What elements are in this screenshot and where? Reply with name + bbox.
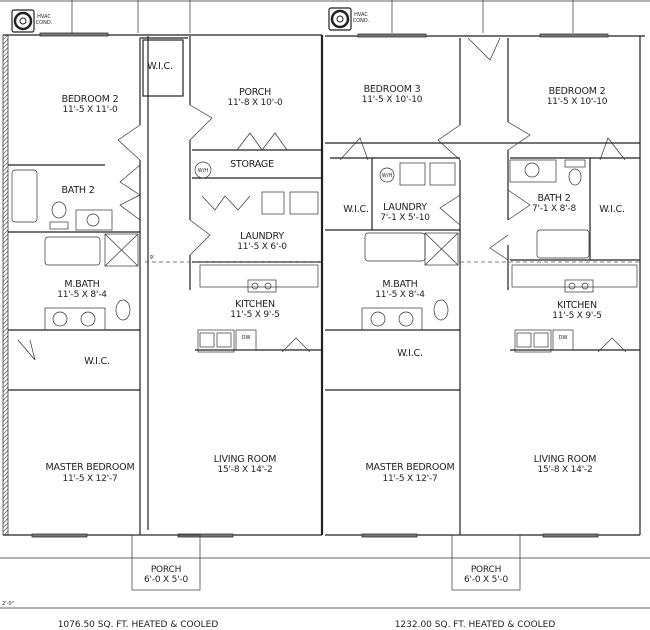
room-label: 11'-5 X 9'-5 — [230, 310, 280, 320]
room-label: LAUNDRY — [240, 231, 284, 242]
front-porch-1 — [131, 534, 201, 591]
room-label: PORCH — [239, 87, 271, 98]
room-label: 9' — [150, 255, 155, 261]
bathtub — [11, 169, 38, 223]
room-label: PORCH — [151, 565, 181, 575]
room-label: W/H — [198, 168, 209, 174]
room-label: 2'-0" — [2, 601, 14, 607]
room-label: LAUNDRY — [383, 202, 427, 213]
exterior-wall-left — [2, 34, 9, 536]
bottom-dimensions: PORCH 6'-0 X 5'-0 PORCH 6'-0 X 5'-0 2'-0… — [0, 534, 650, 630]
room-label: 15'-8 X 14'-2 — [217, 465, 272, 475]
room-label: COND. — [36, 20, 53, 26]
room-label: MASTER BEDROOM — [366, 462, 455, 473]
room-label: 11'-5 X 11'-0 — [62, 105, 118, 115]
room-label: BEDROOM 2 — [549, 86, 606, 97]
front-porch-2 — [451, 534, 521, 591]
room-label: PORCH — [471, 565, 501, 575]
room-label: KITCHEN — [557, 300, 597, 311]
room-label: W.I.C. — [343, 204, 369, 215]
room-label: 7'-1 X 8'-8 — [532, 204, 577, 214]
room-label: 15'-8 X 14'-2 — [537, 465, 592, 475]
top-dimension-lines — [0, 0, 650, 33]
room-label: 11'-5 X 12'-7 — [382, 474, 437, 484]
room-label: LIVING ROOM — [534, 454, 596, 465]
room-label: DW — [559, 335, 568, 341]
room-label: W.I.C. — [599, 204, 625, 215]
toilet — [51, 201, 67, 219]
room-label: W.I.C. — [397, 348, 423, 359]
room-label: BEDROOM 2 — [62, 94, 119, 105]
room-label: 11'-5 X 9'-5 — [552, 311, 602, 321]
room-label: 11'-5 X 12'-7 — [62, 474, 117, 484]
room-label: DW — [242, 335, 251, 341]
window — [31, 533, 88, 538]
room-label: 6'-0 X 5'-0 — [464, 575, 509, 585]
room-label: 6'-0 X 5'-0 — [144, 575, 189, 585]
room-label: W.I.C. — [147, 61, 173, 72]
window — [39, 32, 109, 37]
room-label: 11'-5 X 6'-0 — [237, 242, 287, 252]
room-label: W.I.C. — [84, 356, 110, 367]
room-label: 11'-5 X 10'-10 — [362, 95, 423, 105]
room-label: KITCHEN — [235, 299, 275, 310]
hvac-condenser-icon: HVAC COND. — [328, 7, 370, 31]
sink — [86, 213, 100, 227]
room-label: HVAC — [354, 12, 368, 18]
room-label: W/H — [382, 173, 393, 179]
room-label: 7'-1 X 5'-10 — [380, 213, 430, 223]
room-label: COND. — [353, 18, 370, 24]
toilet — [115, 299, 131, 321]
room-label: 1232.00 SQ. FT. HEATED & COOLED — [395, 620, 556, 630]
room-label: BATH 2 — [537, 193, 570, 204]
room-label: 11'-8 X 10'-0 — [227, 98, 283, 108]
water-heater — [194, 161, 212, 179]
shower — [104, 233, 139, 267]
room-label: LIVING ROOM — [214, 454, 276, 465]
hvac-condenser-icon: HVAC COND. — [11, 9, 53, 33]
room-label: 11'-5 X 8'-4 — [375, 290, 425, 300]
room-label: 11'-5 X 8'-4 — [57, 290, 107, 300]
room-label: MASTER BEDROOM — [46, 462, 135, 473]
room-label: STORAGE — [230, 159, 274, 170]
room-label: 11'-5 X 10'-10 — [547, 97, 608, 107]
bathtub — [44, 236, 101, 266]
window — [177, 533, 234, 538]
room-label: HVAC — [37, 14, 51, 20]
room-label: BEDROOM 3 — [364, 84, 421, 95]
unit-2: HVAC COND. W/H — [325, 7, 645, 538]
room-label: M.BATH — [64, 279, 99, 290]
room-label: 1076.50 SQ. FT. HEATED & COOLED — [58, 620, 219, 630]
room-label: BATH 2 — [61, 185, 94, 196]
room-label: M.BATH — [382, 279, 417, 290]
unit-1: HVAC COND. — [2, 9, 324, 538]
